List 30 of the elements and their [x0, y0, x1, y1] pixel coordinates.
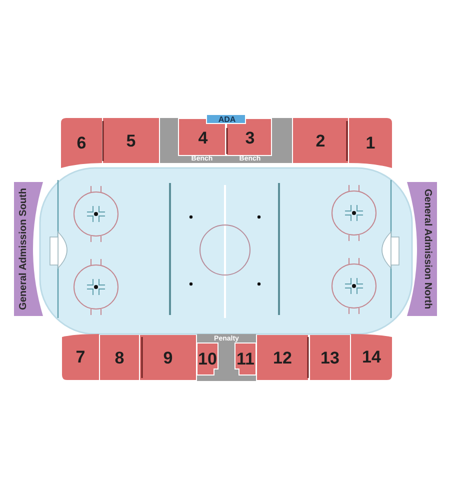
seating-section	[100, 335, 139, 380]
seating-section	[293, 118, 348, 163]
section-number: 5	[126, 132, 136, 149]
section-number: 9	[163, 349, 173, 366]
seating-section	[103, 118, 159, 163]
seating-section	[349, 118, 392, 168]
ada-seating-area	[206, 114, 246, 124]
section-number: 3	[245, 130, 255, 146]
section-number: 1	[366, 134, 376, 152]
seating-section	[310, 335, 350, 380]
seating-section	[62, 334, 99, 380]
general-admission-area	[14, 182, 43, 316]
section-number: 4	[198, 130, 208, 146]
area-label: General Admission South	[19, 188, 29, 310]
seating-section	[61, 118, 102, 168]
section-number: 8	[114, 349, 124, 366]
bench-area	[160, 118, 292, 163]
section-number: 11	[236, 350, 254, 368]
section-number: 6	[76, 134, 86, 152]
penalty-box-area	[197, 334, 256, 381]
seating-section	[351, 334, 392, 380]
section-number: 10	[198, 350, 217, 368]
section-number: 7	[76, 348, 86, 366]
ada-label: ADA	[218, 116, 236, 124]
section-number: 12	[273, 349, 292, 366]
section-number: 2	[316, 132, 326, 149]
section-number: 14	[362, 348, 381, 366]
general-admission-area	[407, 182, 437, 316]
section-number: 13	[320, 349, 340, 366]
area-label: General Admission North	[422, 188, 432, 310]
